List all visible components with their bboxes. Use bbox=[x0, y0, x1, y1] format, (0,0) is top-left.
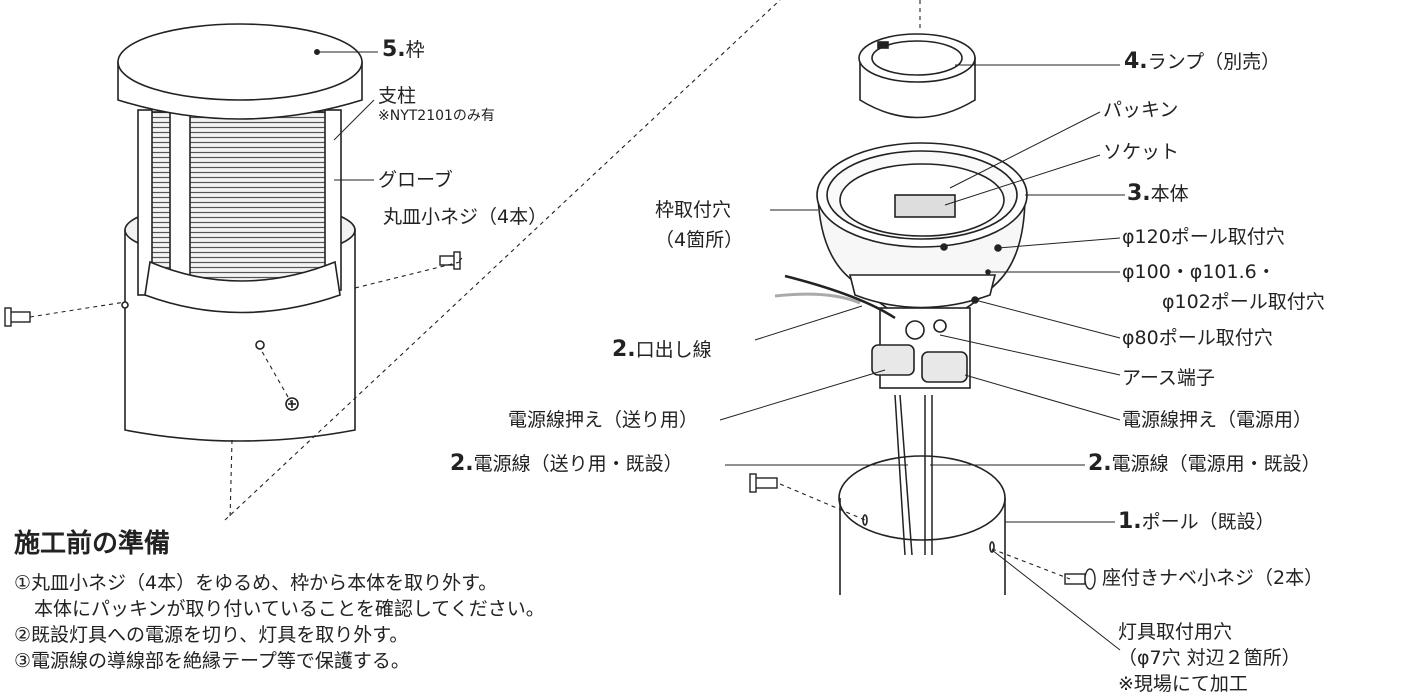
frame-assembly bbox=[117, 23, 363, 442]
prep-step-1-note: 本体にパッキンが取り付いていることを確認してください。 bbox=[34, 598, 545, 620]
seat-screw bbox=[749, 473, 1096, 590]
label-frame-hole-count: （4箇所） bbox=[655, 229, 744, 251]
label-lead-wire: 2.口出し線 bbox=[612, 337, 712, 362]
prep-step-2: ②既設灯具への電源を切り、灯具を取り外す。 bbox=[14, 624, 409, 646]
prep-step-3: ③電源線の導線部を絶縁テープ等で保護する。 bbox=[14, 650, 410, 672]
label-wire-send: 2.電源線（送り用・既設） bbox=[450, 451, 683, 476]
power-cables bbox=[894, 394, 933, 556]
label-lamp: 4.ランプ（別売） bbox=[1124, 49, 1281, 74]
label-body: 3.本体 bbox=[1127, 181, 1189, 206]
label-packing: パッキン bbox=[1103, 99, 1179, 121]
label-frame: 5.枠 bbox=[382, 37, 425, 62]
pan-screw bbox=[4, 251, 461, 327]
socket bbox=[894, 194, 956, 218]
label-fix-hole: 灯具取付用穴 bbox=[1118, 621, 1233, 643]
pole bbox=[838, 455, 1006, 595]
preparation-section: 施工前の準備 ①丸皿小ネジ（4本）をゆるめ、枠から本体を取り外す。 本体にパッキ… bbox=[14, 528, 545, 674]
label-fix-hole-note: ※現場にて加工 bbox=[1118, 673, 1248, 695]
prep-step-1: ①丸皿小ネジ（4本）をゆるめ、枠から本体を取り外す。 bbox=[14, 572, 498, 594]
label-pillar-note: ※NYT2101のみ有 bbox=[378, 108, 495, 124]
label-fix-hole-size: （φ7穴 対辺２箇所） bbox=[1118, 647, 1301, 669]
label-pole102: φ102ポール取付穴 bbox=[1162, 291, 1325, 313]
label-pole120: φ120ポール取付穴 bbox=[1122, 226, 1285, 248]
lamp bbox=[858, 33, 976, 119]
label-earth: アース端子 bbox=[1122, 367, 1215, 389]
label-clamp-power: 電源線押え（電源用） bbox=[1122, 409, 1313, 431]
label-globe: グローブ bbox=[378, 169, 453, 191]
label-wire-power: 2.電源線（電源用・既設） bbox=[1088, 451, 1321, 476]
main-body bbox=[816, 142, 1028, 389]
label-frame-hole: 枠取付穴 bbox=[655, 199, 732, 221]
label-socket: ソケット bbox=[1103, 141, 1180, 163]
label-clamp-send: 電源線押え（送り用） bbox=[508, 409, 699, 431]
frame-top bbox=[117, 23, 363, 101]
label-seat-screw: 座付きナベ小ネジ（2本） bbox=[1102, 567, 1324, 589]
preparation-title: 施工前の準備 bbox=[14, 529, 171, 559]
label-pole80: φ80ポール取付穴 bbox=[1122, 327, 1273, 349]
label-pole: 1.ポール（既設） bbox=[1118, 509, 1275, 534]
label-pillar: 支柱 bbox=[378, 85, 417, 107]
label-pole100: φ100・φ101.6・ bbox=[1122, 261, 1276, 283]
label-pan-screw: 丸皿小ネジ（4本） bbox=[383, 206, 548, 228]
